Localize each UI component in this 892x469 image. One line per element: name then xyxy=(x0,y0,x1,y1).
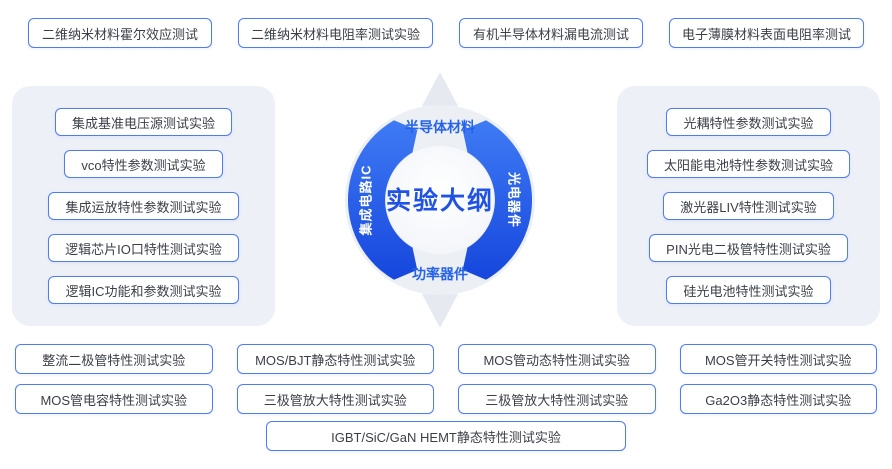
diagram-title: 实验大纲 xyxy=(386,186,494,215)
bottom-row-3: IGBT/SiC/GaN HEMT静态特性测试实验 xyxy=(0,421,892,451)
test-box-pin-photodiode: PIN光电二极管特性测试实验 xyxy=(649,234,848,262)
test-box-silicon-photocell: 硅光电池特性测试实验 xyxy=(666,276,831,304)
test-box-voltage-reference: 集成基准电压源测试实验 xyxy=(54,108,232,136)
test-box-logic-ic: 逻辑IC功能和参数测试实验 xyxy=(48,276,239,304)
arc-label-integrated-circuit: 集成电路IC xyxy=(359,164,374,236)
right-arc-optoelectronics xyxy=(462,120,533,280)
center-circle xyxy=(386,146,494,254)
sector-label-semiconductor-materials: 半导体材料 xyxy=(405,119,475,135)
top-row: 二维纳米材料霍尔效应测试 二维纳米材料电阻率测试实验 有机半导体材料漏电流测试 … xyxy=(28,18,864,48)
left-arc-ic xyxy=(347,120,418,280)
test-box-resistivity: 二维纳米材料电阻率测试实验 xyxy=(237,18,433,48)
test-box-hall-effect: 二维纳米材料霍尔效应测试 xyxy=(28,18,212,48)
test-box-leakage-current: 有机半导体材料漏电流测试 xyxy=(459,18,643,48)
ic-tests-panel: 集成基准电压源测试实验 vco特性参数测试实验 集成运放特性参数测试实验 逻辑芯… xyxy=(12,86,275,326)
test-box-igbt-sic-gan: IGBT/SiC/GaN HEMT静态特性测试实验 xyxy=(266,421,626,451)
sector-label-power-devices: 功率器件 xyxy=(412,266,468,282)
bottom-row-1: 整流二极管特性测试实验 MOS/BJT静态特性测试实验 MOS管动态特性测试实验… xyxy=(15,344,877,374)
test-box-optocoupler: 光耦特性参数测试实验 xyxy=(666,108,831,136)
test-box-mos-capacitance: MOS管电容特性测试实验 xyxy=(15,384,213,414)
test-box-logic-io: 逻辑芯片IO口特性测试实验 xyxy=(48,234,239,262)
ring-diagram: 半导体材料 功率器件 集成电路IC 光电器件 实验大纲 xyxy=(345,72,535,328)
test-box-solar-cell: 太阳能电池特性参数测试实验 xyxy=(646,150,850,178)
test-box-ga2o3-static: Ga2O3静态特性测试实验 xyxy=(679,384,877,414)
arc-label-optoelectronic-devices: 光电器件 xyxy=(507,171,522,228)
test-box-laser-liv: 激光器LIV特性测试实验 xyxy=(663,192,834,220)
opto-tests-panel: 光耦特性参数测试实验 太阳能电池特性参数测试实验 激光器LIV特性测试实验 PI… xyxy=(617,86,880,326)
test-box-mos-bjt-static: MOS/BJT静态特性测试实验 xyxy=(236,344,434,374)
test-box-rectifier-diode: 整流二极管特性测试实验 xyxy=(15,344,213,374)
test-box-bjt-amplify-2: 三极管放大特性测试实验 xyxy=(458,384,656,414)
test-box-opamp: 集成运放特性参数测试实验 xyxy=(48,192,239,220)
bottom-row-2: MOS管电容特性测试实验 三极管放大特性测试实验 三极管放大特性测试实验 Ga2… xyxy=(15,384,877,414)
test-box-mos-dynamic: MOS管动态特性测试实验 xyxy=(458,344,656,374)
up-arrow-icon xyxy=(422,72,458,106)
test-box-bjt-amplify-1: 三极管放大特性测试实验 xyxy=(236,384,434,414)
test-box-vco: vco特性参数测试实验 xyxy=(64,150,223,178)
center-ring-figure: 半导体材料 功率器件 集成电路IC 光电器件 实验大纲 xyxy=(318,66,562,334)
down-arrow-icon xyxy=(422,294,458,328)
test-box-mos-switching: MOS管开关特性测试实验 xyxy=(679,344,877,374)
test-box-surface-resistivity: 电子薄膜材料表面电阻率测试 xyxy=(668,18,864,48)
